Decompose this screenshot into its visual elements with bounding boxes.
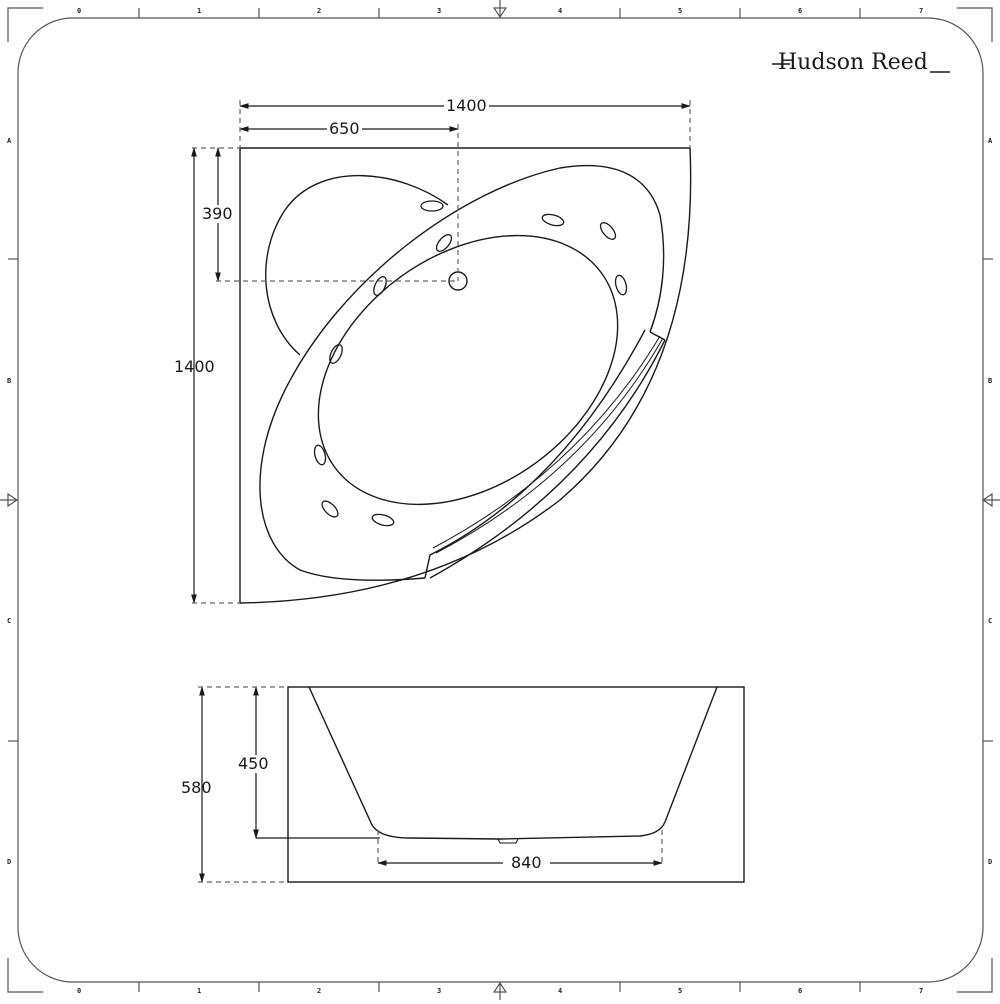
col-label-0: 0 [77, 7, 82, 15]
row-label-a: A [7, 137, 12, 145]
dim-overall-height: 580 [181, 778, 212, 797]
col-label-5: 5 [678, 7, 683, 15]
bath-profile [308, 686, 718, 840]
rim-outer [259, 164, 665, 581]
row-label-b-right: B [988, 377, 993, 385]
dim-waste-offset-y: 390 [200, 204, 235, 223]
col-label-6: 6 [798, 7, 803, 15]
jets [313, 200, 628, 527]
side-extension-lines [198, 686, 663, 883]
dim-waste-offset-x: 650 [327, 119, 362, 138]
side-dimensions [199, 686, 663, 883]
brand-logo-strokes [772, 63, 950, 73]
col-label-7-bottom: 7 [919, 987, 924, 995]
plan-view [239, 147, 692, 604]
col-label-3-bottom: 3 [437, 987, 442, 995]
row-label-b: B [7, 377, 12, 385]
col-label-4: 4 [558, 7, 563, 15]
col-label-1: 1 [197, 7, 202, 15]
side-outline [287, 686, 745, 883]
row-label-a-right: A [988, 137, 993, 145]
col-label-7: 7 [919, 7, 924, 15]
col-label-6-bottom: 6 [798, 987, 803, 995]
row-label-d-right: D [988, 858, 993, 866]
dim-base-length: 840 [503, 854, 550, 872]
dim-bath-depth: 450 [236, 754, 271, 773]
dim-overall-depth: 1400 [174, 357, 215, 376]
col-label-5-bottom: 5 [678, 987, 683, 995]
dim-overall-width: 1400 [444, 96, 489, 115]
row-label-c: C [7, 617, 12, 625]
plan-outline [239, 147, 692, 604]
basin [317, 234, 619, 506]
plan-extension-lines [192, 100, 691, 604]
brand-logo: Hudson Reed [778, 50, 928, 75]
col-label-0-bottom: 0 [77, 987, 82, 995]
col-label-4-bottom: 4 [558, 987, 563, 995]
side-view [256, 686, 745, 883]
plan-dimensions [191, 103, 691, 604]
col-label-2: 2 [317, 7, 322, 15]
col-label-2-bottom: 2 [317, 987, 322, 995]
col-label-3: 3 [437, 7, 442, 15]
col-label-1-bottom: 1 [197, 987, 202, 995]
row-label-c-right: C [988, 617, 993, 625]
row-label-d: D [7, 858, 12, 866]
